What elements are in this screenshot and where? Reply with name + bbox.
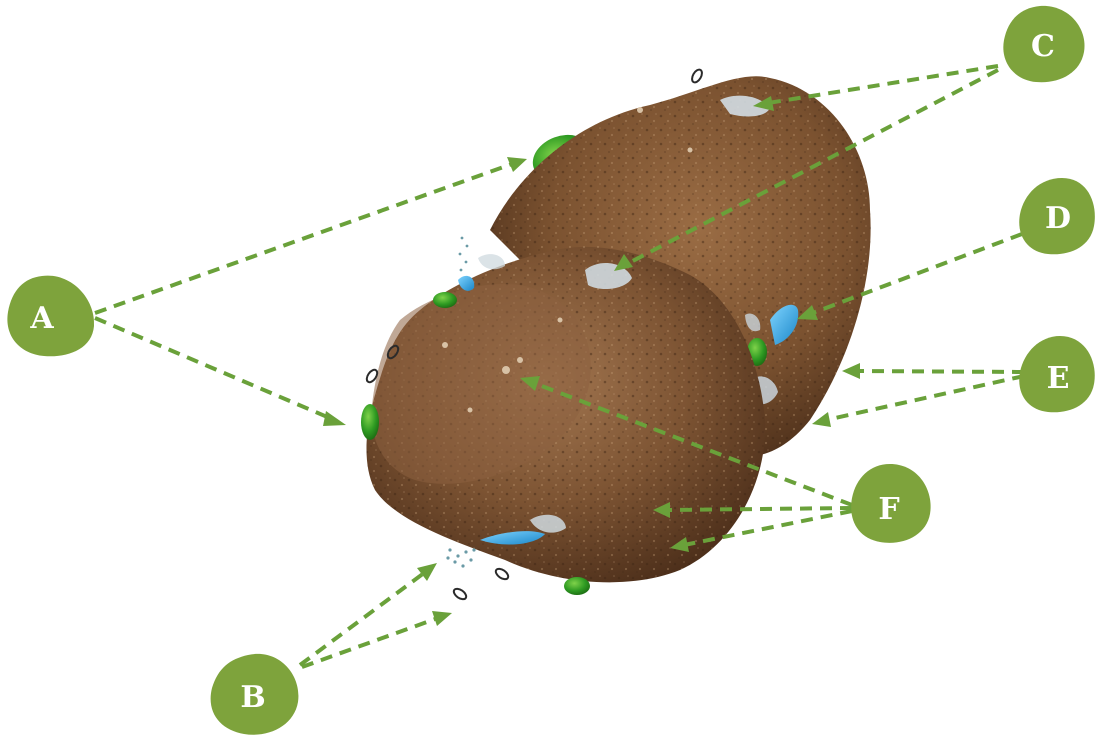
label-e: E [1047, 361, 1070, 396]
soil-aggregate [361, 76, 871, 595]
marker-b: B [211, 654, 299, 735]
marker-a: A [7, 276, 94, 357]
label-d: D [1045, 201, 1071, 236]
arrow-b-upper [300, 573, 424, 665]
root-fragment-bottom [564, 577, 590, 595]
marker-d: D [1019, 178, 1095, 254]
label-b: B [240, 680, 265, 715]
arrow-b-lower [302, 618, 438, 667]
marker-f: F [851, 464, 930, 543]
label-c: C [1031, 29, 1055, 64]
bacteria-icon [494, 567, 510, 582]
arrow-e-lower [826, 376, 1024, 420]
bacteria-icon [690, 68, 704, 84]
label-f: F [878, 492, 899, 527]
marker-e: E [1019, 336, 1095, 412]
marker-c: C [1003, 6, 1084, 82]
label-a: A [29, 301, 54, 336]
bacteria-icon [452, 587, 468, 602]
arrow-a-lower [95, 318, 332, 419]
arrow-e-upper [857, 371, 1024, 372]
root-fragment-left [361, 404, 379, 440]
